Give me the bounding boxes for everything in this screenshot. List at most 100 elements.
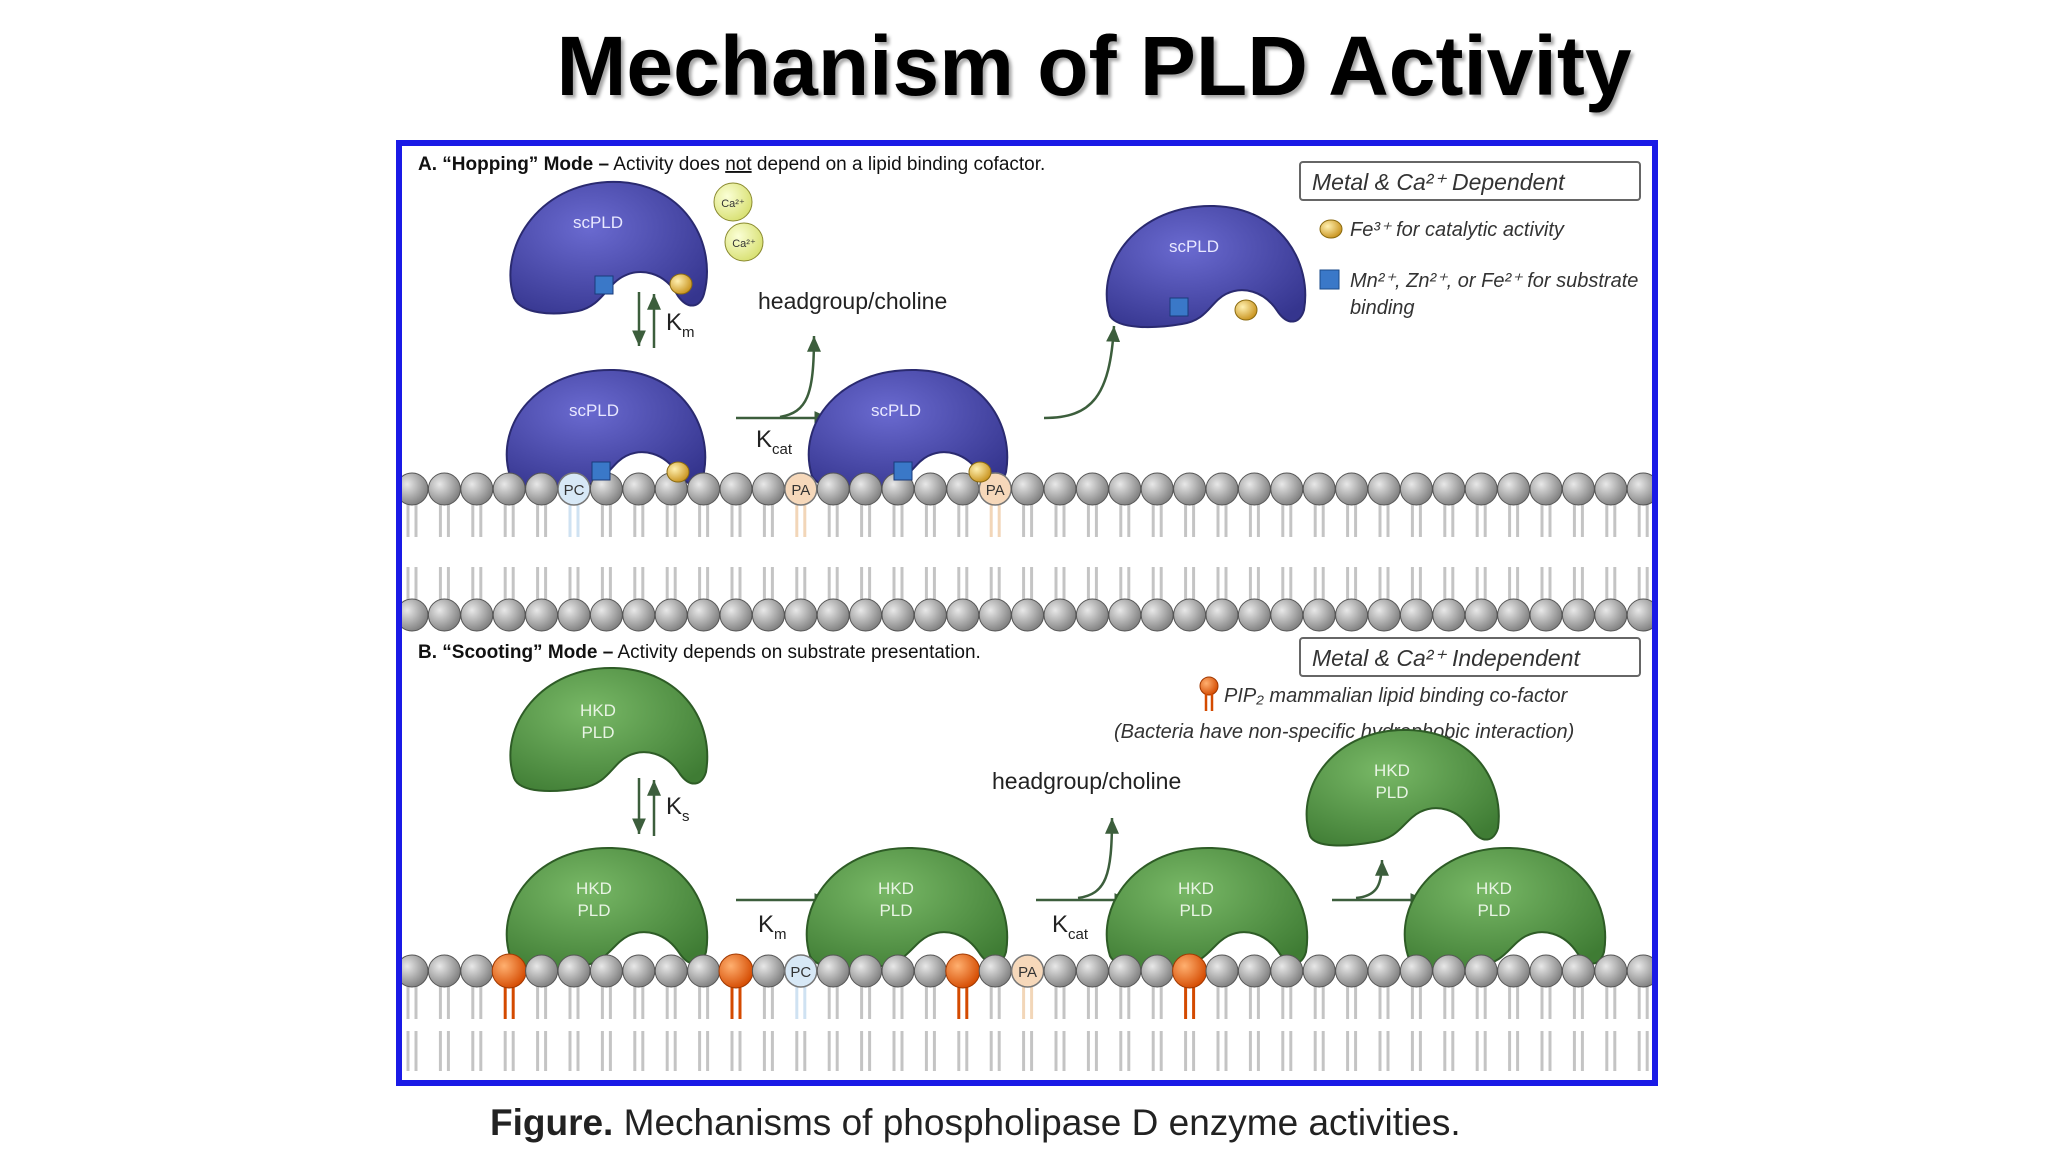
panel-a: A. “Hopping” Mode – Activity does not de… xyxy=(402,154,1652,632)
lipid-headgroup xyxy=(1335,472,1369,506)
panel-b: B. “Scooting” Mode – Activity depends on… xyxy=(402,637,1652,1071)
scpld-enzyme-released: scPLD xyxy=(1105,204,1307,329)
lipid-headgroup xyxy=(654,954,688,988)
mn-ion-icon xyxy=(1319,269,1340,290)
lipid-headgroup xyxy=(1594,472,1628,506)
lipid-headgroup xyxy=(849,954,883,988)
scpld-label: scPLD xyxy=(569,401,619,420)
lipid-headgroup xyxy=(1302,472,1336,506)
panel-a-heading-text: Activity does xyxy=(609,154,725,175)
hkd-pld-shape xyxy=(1305,728,1500,847)
scpld-enzyme-free: scPLD Ca²⁺ Ca²⁺ xyxy=(509,180,764,315)
lipid-headgroup xyxy=(654,598,688,632)
lipid-headgroup xyxy=(1399,954,1433,988)
lipid-headgroup xyxy=(1529,954,1563,988)
legend-a-item2-line2: binding xyxy=(1350,297,1415,319)
lipid-headgroup xyxy=(1594,954,1628,988)
lipid-headgroup xyxy=(622,598,656,632)
mn-ion-icon xyxy=(893,461,913,481)
pld-label: PLD xyxy=(1179,901,1212,920)
lipid-headgroup xyxy=(1432,598,1466,632)
ca-ion-label: Ca²⁺ xyxy=(721,198,745,210)
lipid-headgroup xyxy=(402,954,429,988)
lipid-headgroup xyxy=(1075,472,1109,506)
lipid-headgroup xyxy=(1626,954,1652,988)
km-label-b: Km xyxy=(758,911,787,943)
pip2-icon xyxy=(1199,676,1219,696)
lipid-headgroup xyxy=(1497,472,1531,506)
lipid-headgroup xyxy=(557,954,591,988)
lipid-headgroup xyxy=(402,598,429,632)
lipid-headgroup xyxy=(1561,598,1595,632)
pa-label: PA xyxy=(1018,964,1037,981)
hkd-pld-enzyme-bound-pc: HKD PLD xyxy=(805,846,1009,970)
lipid-headgroup xyxy=(1464,598,1498,632)
lipid-headgroup xyxy=(1173,472,1207,506)
lipid-headgroup xyxy=(1108,472,1142,506)
fe-ion-icon xyxy=(968,461,992,483)
panel-a-heading-bold: A. “Hopping” Mode – xyxy=(418,154,609,175)
release-arrow-a xyxy=(1043,325,1121,420)
pip2-headgroup xyxy=(491,953,527,989)
lipid-headgroup xyxy=(751,954,785,988)
lipid-headgroup xyxy=(913,472,947,506)
lipid-headgroup xyxy=(849,598,883,632)
lipid-headgroup xyxy=(913,954,947,988)
lipid-headgroup xyxy=(622,472,656,506)
fe-ion-icon xyxy=(669,273,693,295)
lipid-headgroup xyxy=(1270,598,1304,632)
figure-frame: A. “Hopping” Mode – Activity does not de… xyxy=(396,140,1658,1086)
lipid-headgroup xyxy=(589,598,623,632)
figure-caption: Figure. Mechanisms of phospholipase D en… xyxy=(490,1102,1461,1144)
hkd-pld-enzyme-released: HKD PLD xyxy=(1305,728,1500,847)
pld-label: PLD xyxy=(577,901,610,920)
mn-ion-icon xyxy=(594,275,614,295)
lipid-headgroup xyxy=(751,472,785,506)
pld-label: PLD xyxy=(1477,901,1510,920)
fe-ion-icon xyxy=(1234,299,1258,321)
lipid-headgroup xyxy=(784,598,818,632)
lipid-headgroup xyxy=(1011,472,1045,506)
legend-b-item1: PIP₂ mammalian lipid binding co-factor xyxy=(1224,685,1569,707)
lipid-headgroup xyxy=(622,954,656,988)
lipid-headgroup xyxy=(1626,472,1652,506)
lipid-headgroup xyxy=(1367,472,1401,506)
lipid-headgroup xyxy=(1367,954,1401,988)
km-equilibrium-arrows: Km xyxy=(632,292,695,348)
lipid-headgroup xyxy=(687,472,721,506)
panel-b-heading-text: Activity depends on substrate presentati… xyxy=(613,642,981,663)
kcat-label: Kcat xyxy=(756,426,793,458)
lipid-headgroup xyxy=(1561,472,1595,506)
hkd-label: HKD xyxy=(1178,879,1214,898)
lipid-headgroup xyxy=(1302,954,1336,988)
lipid-headgroup xyxy=(751,598,785,632)
lipid-headgroup xyxy=(1108,598,1142,632)
lipid-headgroup xyxy=(1432,472,1466,506)
hkd-label: HKD xyxy=(576,879,612,898)
lipid-headgroup xyxy=(1043,598,1077,632)
lipid-headgroup xyxy=(978,954,1012,988)
hkd-pld-enzyme-free: HKD PLD xyxy=(509,666,709,792)
lipid-headgroup xyxy=(427,954,461,988)
lipid-headgroup xyxy=(1140,472,1174,506)
lipid-headgroup xyxy=(1432,954,1466,988)
legend-b-box xyxy=(1299,637,1641,677)
lipid-headgroup xyxy=(1270,954,1304,988)
lipid-headgroup xyxy=(1173,598,1207,632)
lipid-headgroup xyxy=(1140,954,1174,988)
lipid-headgroup xyxy=(1043,472,1077,506)
hkd-label: HKD xyxy=(1476,879,1512,898)
lipid-headgroup xyxy=(1399,472,1433,506)
lipid-headgroup xyxy=(978,598,1012,632)
hkd-label: HKD xyxy=(878,879,914,898)
pip2-headgroup xyxy=(1172,953,1208,989)
lipid-headgroup xyxy=(589,954,623,988)
ca-ion-icon xyxy=(724,222,764,262)
lipid-headgroup xyxy=(719,472,753,506)
lipid-headgroup xyxy=(427,472,461,506)
ks-label: Ks xyxy=(666,793,690,825)
ca-ion-label: Ca²⁺ xyxy=(732,238,756,250)
lipid-headgroup xyxy=(427,598,461,632)
